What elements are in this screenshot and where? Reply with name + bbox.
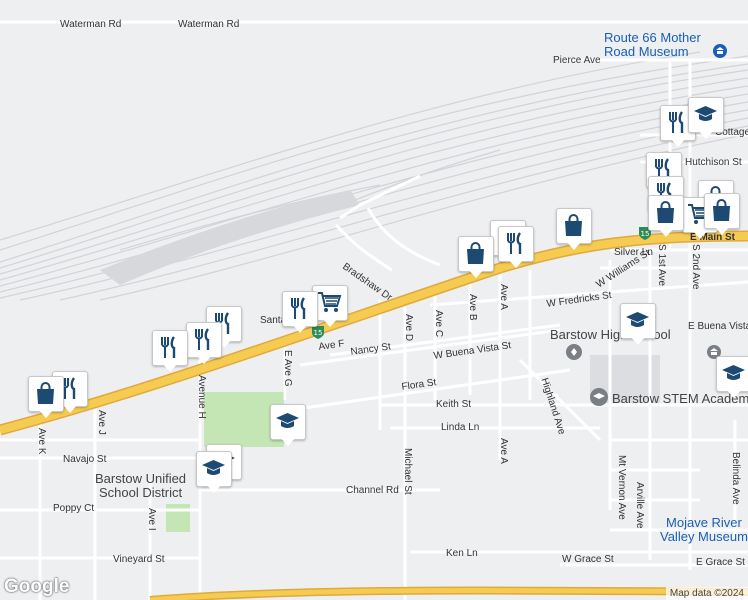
school-location-icon (566, 344, 582, 360)
street-label-ave-d: Ave D (403, 314, 414, 342)
street-label-main: E Main St (690, 232, 736, 243)
street-label-ave-b: Ave B (467, 294, 478, 321)
street-label-poppy: Poppy Ct (53, 503, 95, 514)
museum-icon-east (707, 345, 721, 359)
street-label-pierce: Pierce Ave (553, 55, 601, 66)
street-label-s-1st: S 1st Ave (656, 244, 667, 287)
shopping-bag-icon (657, 201, 674, 223)
i15-shield-label: 15 (314, 329, 323, 337)
map-attribution[interactable]: Map data ©2024 (665, 587, 748, 600)
school-graduation-icon (590, 388, 608, 406)
restaurant-marker[interactable] (186, 322, 222, 366)
park-area-small (166, 504, 190, 532)
street-label-ave-c: Ave C (433, 310, 444, 338)
street-label-w-grace: W Grace St (562, 554, 614, 565)
shopping-marker[interactable] (704, 193, 740, 237)
graduation-cap-icon (276, 413, 299, 428)
museum-icon (713, 44, 727, 58)
street-label-silver: Silver Ln (614, 247, 653, 258)
restaurant-icon (195, 328, 210, 350)
street-label-e-ave-g: E Ave G (282, 350, 293, 387)
street-label-belinda: Belinda Ave (730, 452, 741, 505)
graduation-cap-icon (202, 460, 225, 475)
school-marker[interactable] (620, 303, 656, 347)
shopping-cart-icon (318, 292, 342, 312)
street-label-hutchison: Hutchison St (685, 157, 742, 168)
street-label-arville: Arville Ave (634, 482, 645, 529)
restaurant-marker[interactable] (498, 226, 534, 270)
graduation-cap-icon (626, 312, 649, 327)
i15-shield-east-label: 15 (641, 230, 650, 238)
street-label-santa-fe: Santa Fe (260, 315, 301, 326)
i15-shield: 15 (311, 325, 325, 339)
restaurant-icon (161, 336, 176, 358)
google-logo: Google (4, 576, 70, 597)
school-marker[interactable] (196, 451, 232, 495)
local-roads (0, 20, 748, 600)
school-marker[interactable] (716, 356, 748, 400)
street-label-waterman-right: Waterman Rd (178, 19, 240, 30)
street-label-avenue-h: Avenue H (196, 375, 207, 419)
shopping-bag-icon (565, 214, 582, 236)
street-label-ave-i: Ave I (146, 508, 157, 531)
shopping-bag-icon (713, 199, 730, 221)
restaurant-icon (291, 297, 306, 319)
i15-shield-east: 15 (638, 226, 652, 240)
street-label-linda: Linda Ln (441, 422, 480, 433)
shopping-marker[interactable] (28, 376, 64, 420)
shopping-bag-icon (37, 382, 54, 404)
restaurant-icon (657, 182, 672, 204)
restaurant-marker[interactable] (282, 291, 318, 335)
street-label-cottage: Cottage (715, 127, 748, 138)
street-label-s-2nd: S 2nd Ave (690, 244, 701, 290)
graduation-cap-icon (722, 365, 745, 380)
poi-label-route66-museum[interactable]: Route 66 Mother Road Museum (604, 30, 701, 60)
restaurant-icon (507, 232, 522, 254)
street-label-navajo: Navajo St (63, 454, 107, 465)
school-marker[interactable] (688, 97, 724, 141)
street-label-ave-j: Ave J (96, 410, 107, 435)
street-label-vineyard: Vineyard St (113, 554, 165, 565)
shopping-marker[interactable] (648, 195, 684, 239)
poi-label-unified-district[interactable]: Barstow Unified School District (95, 471, 187, 501)
street-label-keith: Keith St (436, 399, 472, 410)
rail-yard-dense (100, 190, 360, 285)
street-label-michael: Michael St (402, 448, 413, 495)
shopping-marker[interactable] (556, 208, 592, 252)
street-label-e-buena-vista: E Buena Vista (688, 321, 748, 332)
restaurant-marker[interactable] (152, 330, 188, 374)
shopping-marker[interactable] (458, 236, 494, 280)
street-label-ave-a-south: Ave A (498, 438, 509, 464)
street-label-mt-vernon: Mt Vernon Ave (616, 455, 627, 520)
poi-label-mojave-museum[interactable]: Mojave River Valley Museum (660, 515, 748, 545)
poi-label-barstow-stem[interactable]: Barstow STEM Academy (612, 391, 748, 406)
street-label-ave-a: Ave A (498, 284, 509, 310)
shopping-bag-icon (467, 242, 484, 264)
school-marker[interactable] (270, 404, 306, 448)
street-label-ave-k: Ave K (36, 428, 47, 455)
restaurant-icon (215, 312, 230, 334)
street-label-waterman-left: Waterman Rd (60, 19, 122, 30)
street-label-e-grace: E Grace St (696, 557, 745, 568)
graduation-cap-icon (694, 106, 717, 121)
restaurant-icon (669, 111, 684, 133)
restaurant-icon (655, 158, 670, 180)
street-label-ken: Ken Ln (446, 548, 478, 559)
grocery-marker[interactable] (312, 285, 348, 329)
street-label-channel: Channel Rd (346, 485, 399, 496)
